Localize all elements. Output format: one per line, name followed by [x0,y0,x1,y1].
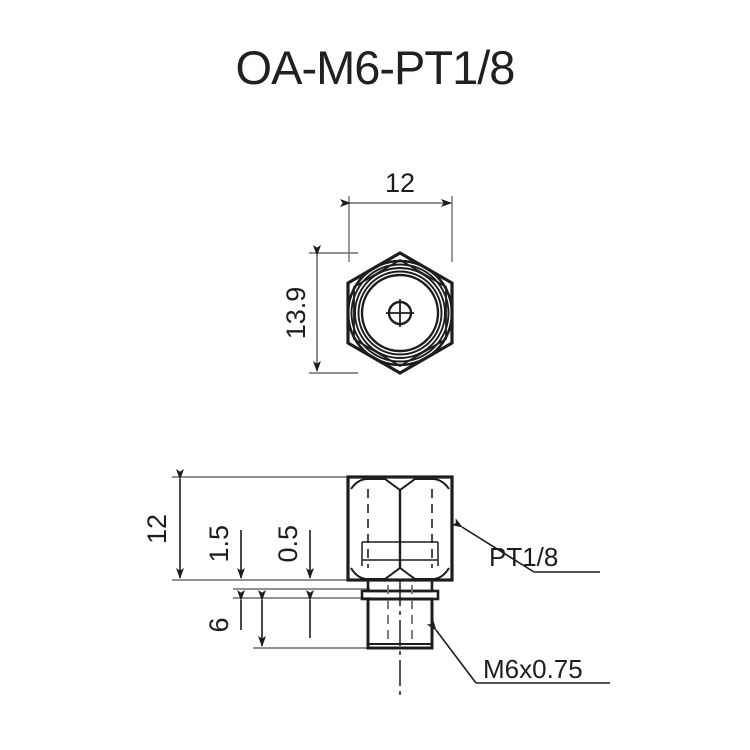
callout-label-stem: M6x0.75 [483,654,583,684]
thread-circle-4 [357,270,443,356]
body-chamfer-top-right [433,478,450,490]
dim-label-side-undercut: 0.5 [273,525,303,563]
hexagon-outline [346,251,454,375]
body-chamfer-bottom-right [433,567,450,580]
thread-circle-3 [354,267,446,359]
thread-circle-2 [350,263,450,363]
dim-label-top-height: 13.9 [281,287,311,340]
side-view-group: 12 1.5 0.5 6 [142,469,610,700]
dim-label-side-step: 1.5 [204,525,234,563]
thread-circle-1 [346,259,454,367]
body-chamfer-bottom-vee [366,566,434,580]
body-chamfer-top-vee [366,478,434,492]
dim-label-top-width: 12 [385,168,415,198]
dim-label-side-thread: 6 [204,617,234,632]
callout-leader-stem [426,619,477,684]
body-chamfer-top-left [350,478,367,490]
dim-label-side-total: 12 [142,514,172,544]
callout-leader-port [451,518,535,573]
top-view-group: 12 13.9 [281,168,454,375]
thread-circle-5 [360,273,440,353]
page-title: OA-M6-PT1/8 [235,41,516,94]
callout-label-port: PT1/8 [489,542,558,572]
body-chamfer-bottom-left [350,567,367,580]
